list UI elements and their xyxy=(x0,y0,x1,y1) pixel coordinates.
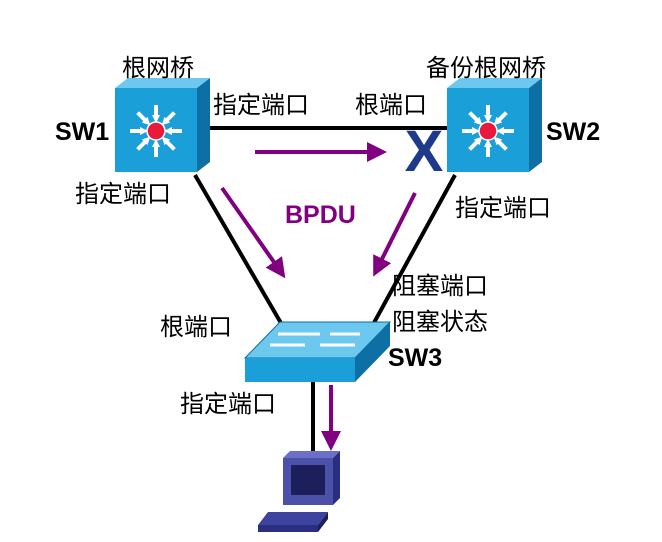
bpdu-arrow-sw2-sw3 xyxy=(373,192,417,277)
link-sw1-sw3 xyxy=(193,173,287,332)
sw2-role-label: 备份根网桥 xyxy=(426,54,546,82)
port-label-sw3-blocked: 阻塞端口 xyxy=(392,272,488,300)
sw1-name: SW1 xyxy=(55,118,109,146)
blocked-x-mark: X xyxy=(405,119,444,184)
sw3-workgroup-switch-icon xyxy=(243,321,392,382)
port-label-sw1-to-sw2: 指定端口 xyxy=(213,91,309,119)
sw1-role-label: 根网桥 xyxy=(122,54,194,82)
sw2-multilayer-switch-icon xyxy=(447,78,542,172)
port-label-sw3-to-sw1: 根端口 xyxy=(160,313,232,341)
port-label-sw2-to-sw1: 根端口 xyxy=(355,91,427,119)
link-sw2-sw3 xyxy=(368,174,457,331)
port-label-sw2-to-sw3: 指定端口 xyxy=(455,194,551,222)
sw3-name: SW3 xyxy=(388,344,442,372)
pc-workstation-icon xyxy=(258,451,340,532)
bpdu-arrow-sw1-sw3 xyxy=(220,186,286,279)
port-label-sw3-to-pc: 指定端口 xyxy=(180,390,276,418)
links xyxy=(193,126,457,460)
sw2-name: SW2 xyxy=(546,118,600,146)
bpdu-arrows xyxy=(220,142,417,451)
port-state-sw3-blocked: 阻塞状态 xyxy=(392,308,488,336)
sw1-multilayer-switch-icon xyxy=(115,78,210,172)
bpdu-label: BPDU xyxy=(285,201,356,229)
port-label-sw1-to-sw3: 指定端口 xyxy=(75,180,171,208)
